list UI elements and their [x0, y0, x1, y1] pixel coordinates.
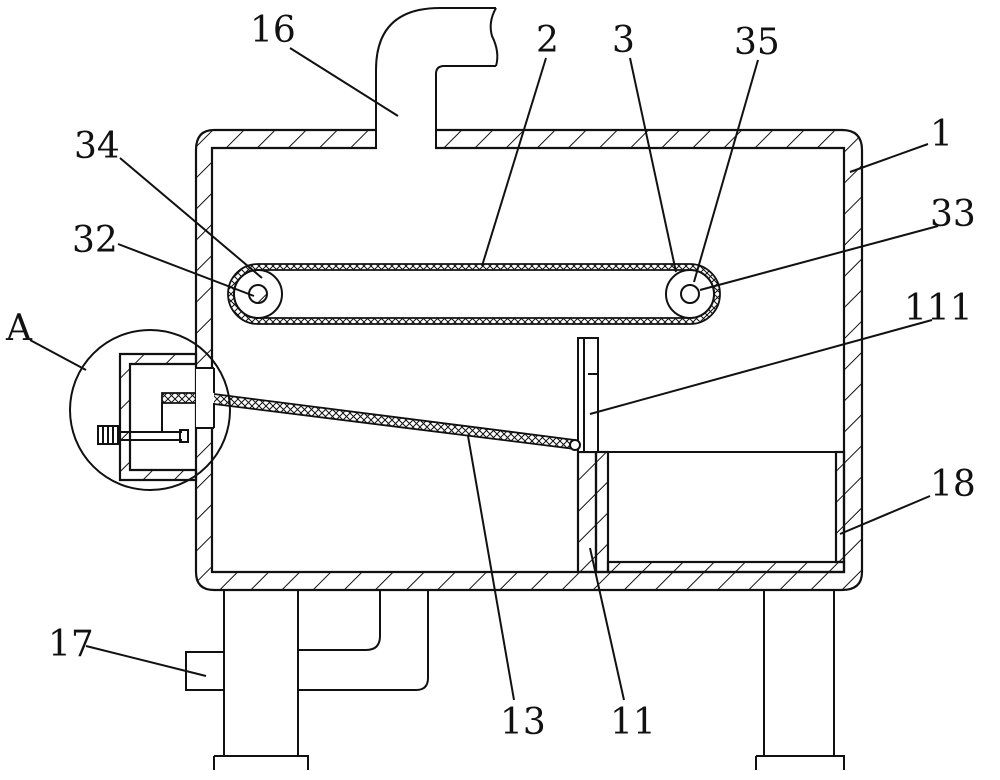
side-window — [196, 367, 215, 429]
label-18: 18 — [930, 464, 976, 505]
label-13: 13 — [500, 702, 546, 743]
label-1: 1 — [930, 114, 953, 155]
right-roller — [665, 269, 715, 319]
housing-wall — [194, 128, 864, 592]
left-roller — [233, 269, 283, 319]
label-17: 17 — [48, 624, 94, 665]
detail-view-a — [69, 329, 231, 491]
label-16: 16 — [250, 10, 296, 51]
leader-lines — [29, 47, 939, 701]
right-shaft — [680, 284, 700, 304]
reference-labels: 16 2 3 35 1 34 32 33 111 A 18 17 13 11 — [5, 10, 976, 743]
label-32: 32 — [72, 220, 118, 261]
label-34: 34 — [74, 126, 120, 167]
label-3: 3 — [612, 20, 635, 61]
label-33: 33 — [930, 194, 976, 235]
collection-box — [606, 450, 846, 574]
label-111: 111 — [904, 288, 973, 329]
conveyor-belt — [227, 263, 721, 325]
partition-plate — [576, 337, 610, 574]
label-35: 35 — [734, 22, 780, 63]
support-legs — [213, 590, 845, 770]
left-shaft — [248, 284, 268, 304]
inlet-pipe — [375, 7, 499, 150]
label-a: A — [5, 308, 33, 349]
inclined-screen — [161, 392, 581, 451]
outlet-pipe — [185, 590, 429, 691]
label-11: 11 — [610, 702, 656, 743]
label-2: 2 — [536, 20, 559, 61]
